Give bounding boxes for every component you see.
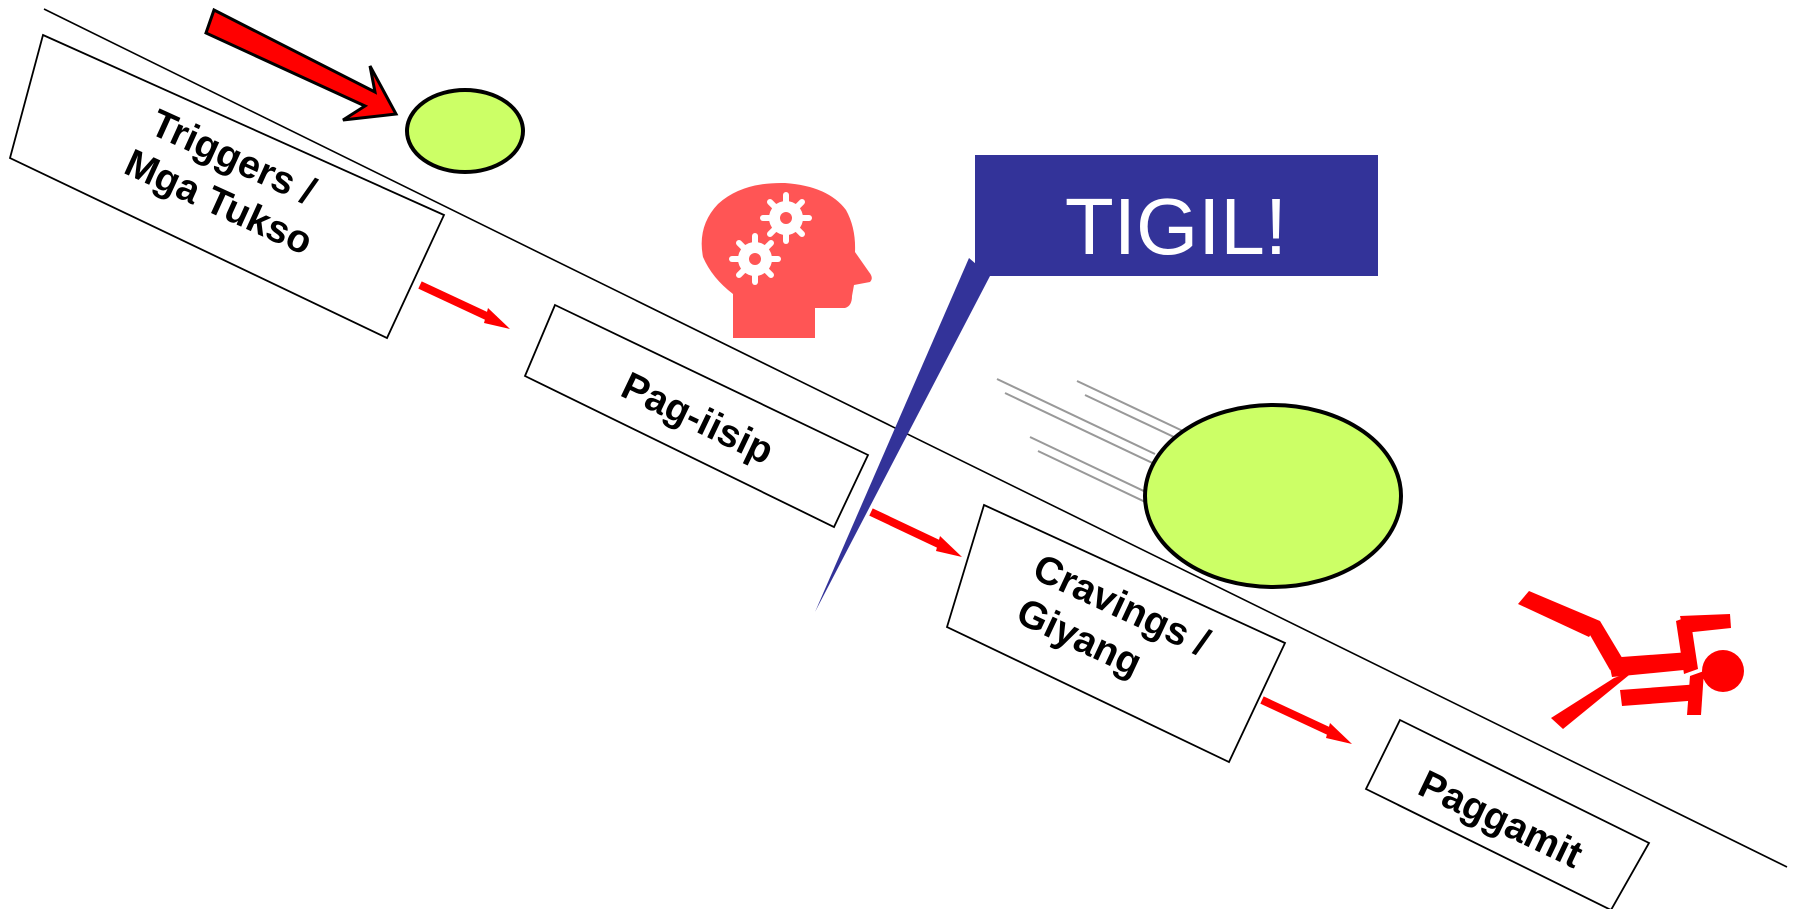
arrowhead-icon [484, 308, 510, 329]
step-box-thinking: Pag-iisip [523, 303, 870, 529]
step-box-using: Paggamit [1364, 718, 1651, 909]
small-ball [405, 88, 525, 174]
large-ball [1143, 403, 1403, 589]
falling-person-icon [1518, 591, 1744, 729]
stop-callout-text: TIGIL! [1065, 182, 1287, 271]
push-arrow-icon [204, 7, 399, 122]
flow-arrow-1 [418, 281, 510, 329]
head-gears-icon [701, 182, 872, 338]
slope-line [43, 8, 1788, 868]
flow-arrow-3 [1260, 696, 1352, 744]
stop-callout: TIGIL! [815, 155, 1378, 612]
arrowhead-icon [936, 536, 962, 557]
arrowhead-icon [1326, 723, 1352, 744]
flow-arrow-2 [869, 508, 962, 557]
motion-lines-icon [996, 378, 1194, 509]
